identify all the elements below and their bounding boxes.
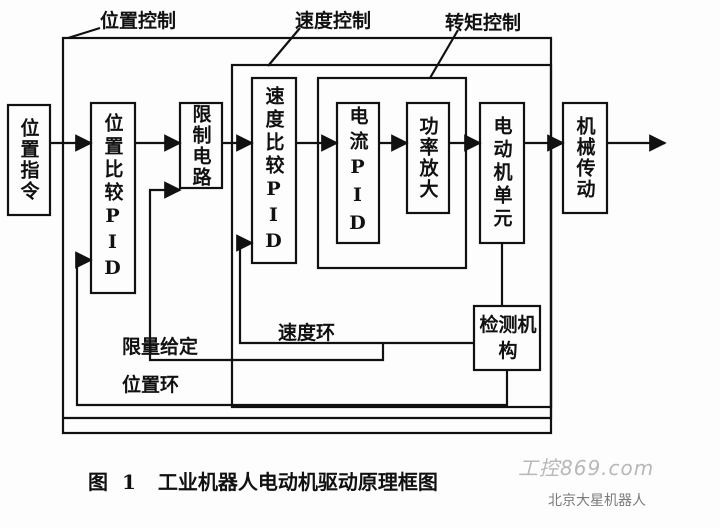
figure-caption-prefix: 图 [88,470,108,494]
power-amplifier-box [405,101,451,215]
torque-control-leader [429,29,459,79]
speed-control-leader [267,27,301,67]
motor-unit-label: 电动机单元 [490,115,513,231]
mechanical-transmission-label: 机械传动 [573,116,596,200]
figure-caption-number: 1 [122,470,136,494]
speed-compare-pid-box [250,76,298,265]
speed-loop-label: 速度环 [278,322,336,344]
limit-circuit-label: 限制电路 [189,103,212,188]
position-control-leader [67,26,101,40]
position-loop-label: 位置环 [122,374,180,396]
mechanical-transmission-box [561,101,609,215]
position-loop-feedback [75,251,509,407]
current-pid-box [335,101,381,245]
watermark-source: 北京大星机器人 [548,493,646,509]
position-command-label: 位置指令 [17,118,40,202]
detection-mechanism-label: 检测机构 [479,314,537,362]
current-pid-label: 电流PID [346,106,369,240]
limit-setpoint-label: 限量给定 [122,336,199,358]
position-compare-pid-label: 位置比较PID [101,113,124,283]
watermark-logo: 工控869.com [518,456,655,480]
position-control-label: 位置控制 [100,10,177,32]
speed-compare-pid-label: 速度比较PID [262,85,285,256]
position-command-box [6,103,52,217]
torque-control-frame [316,76,468,270]
speed-loop-feedback [236,234,474,345]
limit-setpoint-feedback [148,181,385,362]
figure-caption-title: 工业机器人电动机驱动原理框图 [157,470,438,494]
power-amplifier-label: 功率放大 [416,116,439,200]
torque-control-label: 转矩控制 [445,12,522,34]
speed-control-label: 速度控制 [295,10,372,32]
position-compare-pid-box [89,101,137,295]
position-loop-outer [63,143,553,420]
